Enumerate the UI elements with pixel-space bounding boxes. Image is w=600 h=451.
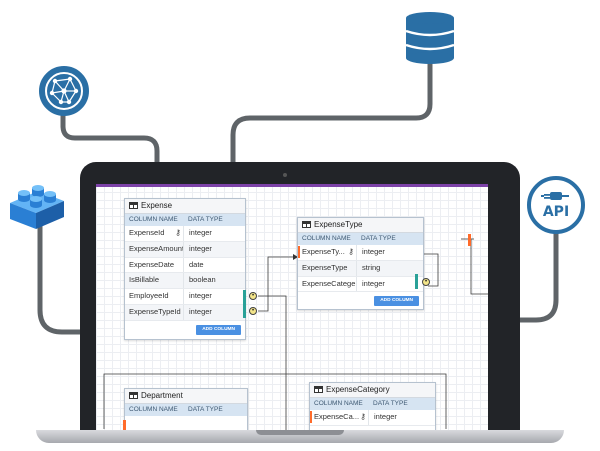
table-icon	[129, 392, 138, 399]
column-name-header: COLUMN NAME	[314, 400, 363, 407]
table-title: ExpenseCategory	[326, 385, 390, 394]
add-column-button[interactable]: ADD COLUMN	[374, 296, 419, 307]
table-header[interactable]: ExpenseCategory	[310, 383, 435, 398]
table-expense-type[interactable]: ExpenseType COLUMN NAME DATA TYPE Expens…	[297, 217, 424, 311]
table-expense-category[interactable]: ExpenseCategory COLUMN NAME DATA TYPE Ex…	[309, 382, 436, 430]
primary-key-marker	[123, 420, 126, 430]
table-icon	[302, 221, 311, 228]
foreign-key-marker	[415, 274, 418, 289]
column-type: integer	[183, 241, 212, 257]
data-type-header: DATA TYPE	[361, 235, 396, 242]
primary-key-icon: ⚷	[175, 228, 181, 237]
column-name: ExpenseTypeId	[129, 306, 181, 316]
data-type-header: DATA TYPE	[188, 216, 223, 223]
table-row[interactable]: ExpenseAmount integer	[125, 241, 245, 258]
table-footer: ADD COLUMN	[125, 321, 245, 339]
column-header-row: COLUMN NAME DATA TYPE	[125, 214, 245, 226]
connector-port[interactable]: •	[249, 292, 257, 300]
column-name: EmployeeId	[129, 291, 169, 301]
table-department[interactable]: Department COLUMN NAME DATA TYPE	[124, 388, 248, 430]
column-type: date	[183, 257, 204, 273]
laptop-base-notch	[256, 430, 344, 435]
cable-database	[230, 59, 433, 168]
data-type-header: DATA TYPE	[373, 400, 408, 407]
plug-icon	[541, 192, 569, 200]
table-title: Department	[141, 391, 183, 400]
primary-key-marker	[310, 411, 312, 423]
laptop-base	[36, 430, 564, 443]
er-diagram-canvas[interactable]: Expense COLUMN NAME DATA TYPE ExpenseId⚷…	[96, 184, 488, 430]
column-name: IsBillable	[129, 275, 160, 285]
table-expense[interactable]: Expense COLUMN NAME DATA TYPE ExpenseId⚷…	[124, 198, 246, 340]
column-name: ExpenseCatege...	[302, 278, 356, 288]
add-column-button[interactable]: ADD COLUMN	[196, 324, 241, 335]
table-row[interactable]: ExpenseDate date	[125, 257, 245, 274]
column-name: ExpenseAmount	[129, 243, 183, 253]
table-header[interactable]: Department	[125, 389, 247, 404]
cable-network	[60, 105, 160, 168]
column-type: integer	[356, 276, 385, 292]
table-title: ExpenseType	[314, 220, 363, 229]
table-row[interactable]: EmployeeId integer	[125, 289, 245, 305]
cable-api	[515, 222, 559, 323]
column-name: ExpenseTy...⚷	[298, 245, 356, 260]
api-label: API	[542, 204, 570, 220]
app-top-bar	[96, 184, 488, 187]
column-type: integer	[356, 245, 385, 260]
api-plug-icon: API	[527, 176, 585, 234]
table-icon	[129, 202, 138, 209]
table-row[interactable]: ExpenseId⚷ integer	[125, 226, 245, 242]
column-name-header: COLUMN NAME	[129, 406, 178, 413]
primary-key-icon: ⚷	[348, 247, 354, 256]
column-type: integer	[183, 226, 212, 241]
connector-port[interactable]: •	[249, 307, 257, 315]
table-header[interactable]: Expense	[125, 199, 245, 214]
table-header[interactable]: ExpenseType	[298, 218, 423, 233]
connector-port[interactable]: •	[422, 278, 430, 286]
data-type-header: DATA TYPE	[188, 406, 223, 413]
column-header-row: COLUMN NAME DATA TYPE	[298, 233, 423, 245]
table-row[interactable]: IsBillable boolean	[125, 273, 245, 290]
column-type: string	[356, 260, 380, 276]
table-icon	[314, 386, 323, 393]
column-name: ExpenseDate	[129, 259, 175, 269]
laptop-camera	[283, 173, 287, 177]
cable-lego	[37, 222, 85, 335]
column-name: ExpenseId⚷	[125, 226, 183, 241]
table-row[interactable]: ExpenseType string	[298, 260, 423, 277]
table-row[interactable]: ExpenseTy...⚷ integer	[298, 245, 423, 261]
globe-network-icon	[39, 66, 89, 116]
table-title: Expense	[141, 201, 173, 210]
column-type: integer	[183, 289, 212, 304]
foreign-key-marker	[243, 290, 246, 318]
table-footer: ADD COLUMN	[298, 292, 423, 309]
foreign-key-marker	[468, 234, 471, 246]
column-type: boolean	[183, 273, 216, 289]
database-icon	[405, 12, 455, 64]
column-name-header: COLUMN NAME	[302, 235, 351, 242]
column-header-row: COLUMN NAME DATA TYPE	[310, 398, 435, 410]
column-name: ExpenseType	[302, 262, 348, 272]
column-header-row: COLUMN NAME DATA TYPE	[125, 404, 247, 416]
primary-key-marker	[298, 246, 300, 258]
lego-brick-icon	[10, 185, 64, 229]
column-name-header: COLUMN NAME	[129, 216, 178, 223]
relation-lines	[103, 238, 488, 430]
table-row[interactable]: ExpenseCa...⚷ integer	[310, 410, 435, 426]
column-name: ExpenseCa...⚷	[310, 410, 368, 425]
table-row[interactable]: ExpenseTypeId integer	[125, 304, 245, 321]
column-type: integer	[183, 304, 212, 320]
primary-key-icon: ⚷	[360, 412, 366, 421]
table-row[interactable]: ExpenseCatege... integer	[298, 276, 423, 293]
column-type: integer	[368, 410, 397, 425]
